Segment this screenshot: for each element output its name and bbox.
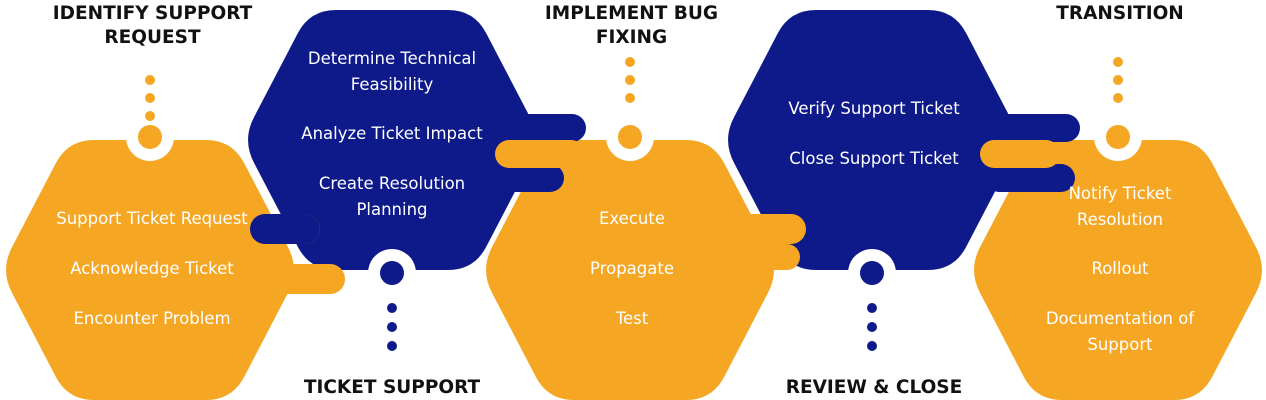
stage-4-item-1: Verify Support Ticket [788, 99, 960, 118]
stage-1-item-3: Encounter Problem [73, 309, 231, 328]
stage-3-connector-tab-1 [495, 140, 585, 168]
stage-1-item-2: Acknowledge Ticket [70, 259, 234, 278]
stage-4-title: REVIEW & CLOSE [785, 377, 963, 398]
stage-4-item-2: Close Support Ticket [789, 149, 959, 168]
stage-2-node [380, 261, 404, 285]
stage-5-title: TRANSITION [1056, 3, 1184, 24]
stage-3-item-2: Propagate [590, 259, 674, 278]
stage-2-connector-tab-3 [480, 164, 564, 192]
stage-4-dot-2 [867, 322, 877, 332]
stage-1-dot-2 [145, 93, 155, 103]
stage-4-dot-3 [867, 341, 877, 351]
stage-2-dot-1 [387, 303, 397, 313]
stage-4-node [860, 261, 884, 285]
stage-3-connector-tab-2 [720, 214, 806, 244]
stage-2-item-3: Create Resolution Planning [318, 174, 466, 219]
stage-5-node [1106, 125, 1130, 149]
stage-2-hexagon [248, 10, 536, 270]
stage-4-hexagon [728, 10, 1016, 270]
stage-1-title: IDENTIFY SUPPORT REQUEST [52, 3, 253, 48]
stage-1-dot-1 [145, 111, 155, 121]
stage-5-item-2: Rollout [1091, 259, 1149, 278]
stage-5-item-1: Notify Ticket Resolution [1068, 184, 1172, 229]
stage-3-hexagon [486, 140, 774, 400]
stage-5-dot-3 [1113, 57, 1123, 67]
stage-3-dot-1 [625, 93, 635, 103]
stage-2-connector-tab-2 [480, 114, 586, 142]
stage-5-dot-2 [1113, 75, 1123, 85]
stage-1-dot-3 [145, 75, 155, 85]
stage-3-dot-2 [625, 75, 635, 85]
stage-2-dot-3 [387, 341, 397, 351]
stage-1-hexagon [6, 140, 294, 400]
stage-5-item-3: Documentation of Support [1045, 309, 1195, 354]
stage-3-item-3: Test [615, 309, 649, 328]
stage-3-title: IMPLEMENT BUG FIXING [544, 3, 719, 48]
stage-1-node [138, 125, 162, 149]
stage-2-title: TICKET SUPPORT [303, 377, 481, 398]
stage-3-item-1: Execute [599, 209, 665, 228]
stage-1-connector-tab-2 [250, 264, 345, 294]
stage-2-item-2: Analyze Ticket Impact [301, 124, 483, 143]
stage-1-item-1: Support Ticket Request [56, 209, 248, 228]
stage-2-connector-tab-1 [250, 214, 320, 244]
stage-5-connector-tab-1 [980, 140, 1060, 168]
stage-2-item-1: Determine Technical Feasibility [307, 49, 477, 94]
stage-4-connector-tab-2 [985, 164, 1075, 192]
stage-5-dot-1 [1113, 93, 1123, 103]
stage-5-hexagon [974, 140, 1262, 400]
stage-3-connector-tab-3 [720, 244, 800, 270]
stage-4-dot-1 [867, 303, 877, 313]
stage-3-dot-3 [625, 57, 635, 67]
stage-2-dot-2 [387, 322, 397, 332]
stage-3-node [618, 125, 642, 149]
stage-4-connector-tab-1 [960, 114, 1080, 142]
